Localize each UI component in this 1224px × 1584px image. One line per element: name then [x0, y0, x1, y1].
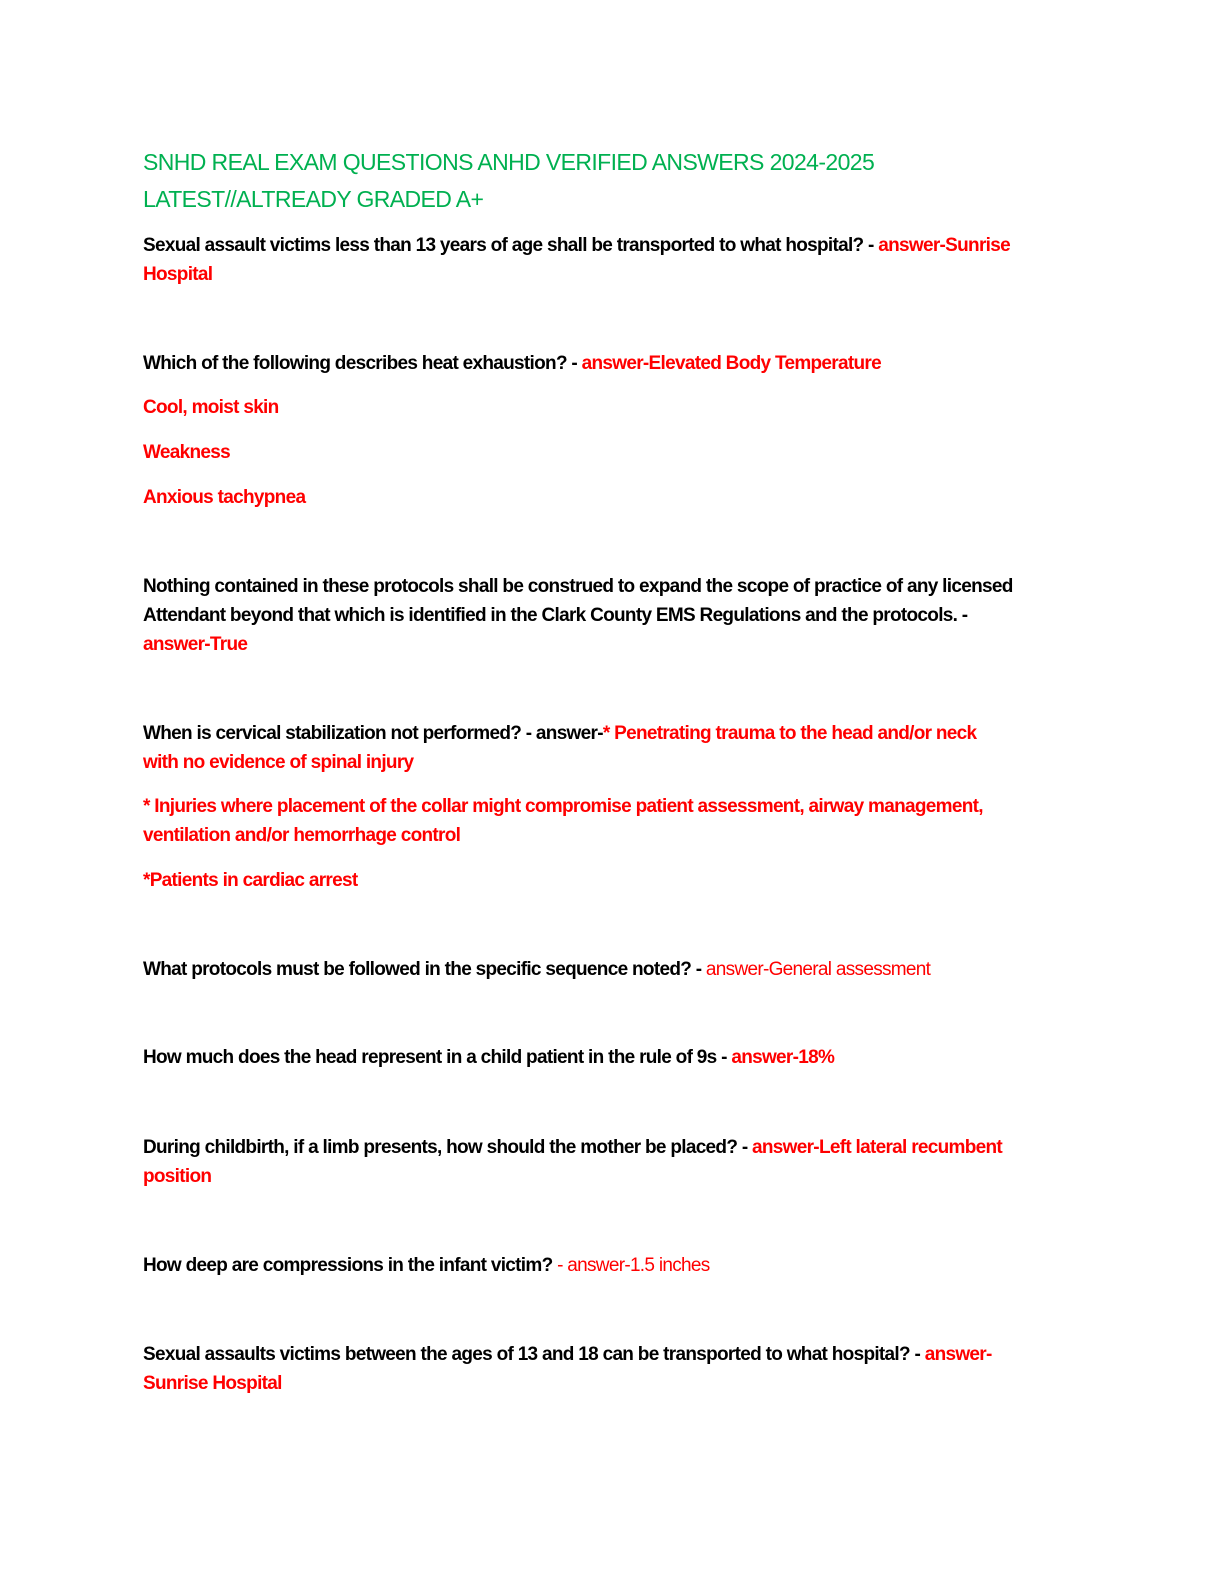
answer-text: - answer-1.5 inches: [557, 1255, 710, 1276]
question-text: How deep are compressions in the infant …: [143, 1255, 558, 1276]
answer-4-continued: with no evidence of spinal injury: [143, 752, 414, 773]
answer-4-option-3: *Patients in cardiac arrest: [143, 870, 358, 891]
question-3-line-2: Attendant beyond that which is identifie…: [143, 605, 968, 626]
question-5: What protocols must be followed in the s…: [143, 955, 1073, 984]
answer-4-option-2-continued: ventilation and/or hemorrhage control: [143, 825, 461, 846]
question-text: Sexual assault victims less than 13 year…: [143, 235, 879, 256]
question-7: During childbirth, if a limb presents, h…: [143, 1133, 1073, 1162]
question-text: When is cervical stabilization not perfo…: [143, 723, 604, 744]
answer-1-continued: Hospital: [143, 264, 213, 285]
question-text: How much does the head represent in a ch…: [143, 1047, 732, 1068]
answer-text: * Penetrating trauma to the head and/or …: [602, 723, 977, 744]
answer-2-option-3: Anxious tachypnea: [143, 487, 306, 508]
answer-3: answer-True: [143, 634, 248, 655]
answer-7-continued: position: [143, 1166, 212, 1187]
question-6: How much does the head represent in a ch…: [143, 1043, 1073, 1072]
question-8: How deep are compressions in the infant …: [143, 1251, 1073, 1280]
question-1: Sexual assault victims less than 13 year…: [143, 231, 1073, 260]
answer-text: answer-: [924, 1344, 993, 1365]
question-text: Which of the following describes heat ex…: [143, 353, 582, 374]
question-2: Which of the following describes heat ex…: [143, 349, 1073, 378]
answer-2-option-1: Cool, moist skin: [143, 397, 279, 418]
answer-text: answer-18%: [731, 1047, 835, 1068]
answer-text: answer-General assessment: [705, 959, 931, 980]
answer-text: answer-Elevated Body Temperature: [581, 353, 882, 374]
title-line-1: SNHD REAL EXAM QUESTIONS ANHD VERIFIED A…: [143, 149, 875, 175]
document-title: SNHD REAL EXAM QUESTIONS ANHD VERIFIED A…: [143, 144, 1043, 218]
answer-2-option-2: Weakness: [143, 442, 231, 463]
question-9: Sexual assaults victims between the ages…: [143, 1340, 1073, 1369]
answer-4-option-2: * Injuries where placement of the collar…: [143, 796, 984, 817]
answer-9-continued: Sunrise Hospital: [143, 1373, 282, 1394]
answer-text: answer-Left lateral recumbent: [752, 1137, 1003, 1158]
question-4: When is cervical stabilization not perfo…: [143, 719, 1073, 748]
title-line-2: LATEST//ALTREADY GRADED A+: [143, 186, 484, 212]
question-text: Sexual assaults victims between the ages…: [143, 1344, 925, 1365]
question-text: What protocols must be followed in the s…: [143, 959, 706, 980]
question-text: During childbirth, if a limb presents, h…: [143, 1137, 753, 1158]
answer-text: answer-Sunrise: [878, 235, 1010, 256]
question-3-line-1: Nothing contained in these protocols sha…: [143, 576, 1013, 597]
